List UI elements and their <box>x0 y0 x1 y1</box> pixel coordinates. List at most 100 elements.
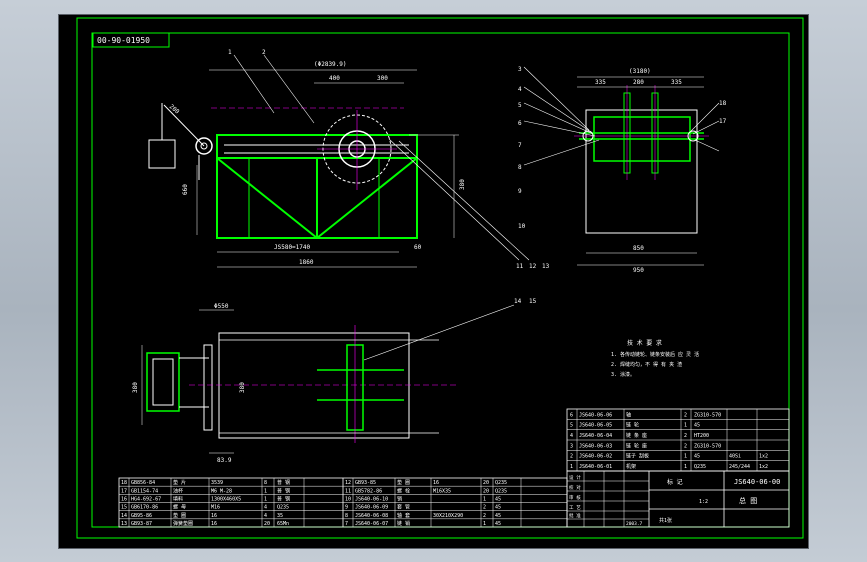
parts-left-mat: 普 钢 <box>277 487 290 494</box>
parts-right-name: 链 轮 <box>626 422 639 429</box>
parts-left-name: 垫 片 <box>173 479 186 486</box>
title-label-3: 工 艺 <box>569 505 581 511</box>
parts-right-name: 链 条 座 <box>626 432 647 439</box>
parts-left-code: GB6170-86 <box>131 505 158 511</box>
parts-left-no: 18 <box>121 480 127 486</box>
title-label-0: 设 计 <box>569 474 581 481</box>
dim-plan-bottom: 83.9 <box>217 457 232 464</box>
callout-15: 15 <box>529 298 537 305</box>
drawing-stamp: 00-90-01950 <box>92 32 170 48</box>
parts-mid-mat: 45 <box>495 505 501 511</box>
dim-side-top: (3180) <box>629 68 651 75</box>
parts-mid-code: JS640-06-10 <box>355 497 388 503</box>
parts-right-extra2: 1x2 <box>759 454 768 460</box>
parts-mid-no: 8 <box>345 513 348 519</box>
callout-8: 8 <box>518 164 522 171</box>
title-heading: 标 记 <box>667 478 683 486</box>
parts-mid-mat: Q235 <box>495 488 507 494</box>
title-label-2: 审 核 <box>569 494 581 501</box>
dim-400: 400 <box>329 75 340 82</box>
parts-right-no: 1 <box>570 464 573 470</box>
parts-right-mat: HT200 <box>694 433 709 439</box>
dim-side-b: 280 <box>633 79 644 86</box>
parts-mid-no: 9 <box>345 505 348 511</box>
parts-left-mat: 普 钢 <box>277 479 290 486</box>
title-scale: 1:2 <box>699 499 708 505</box>
parts-right-code: JS640-06-06 <box>579 412 612 418</box>
callout-13: 13 <box>542 263 550 270</box>
parts-mid-mat: 45 <box>495 497 501 503</box>
title-label-4: 批 准 <box>569 512 581 519</box>
idler-wheel <box>195 137 213 155</box>
title-part-name: 总 图 <box>739 496 757 505</box>
parts-mid-no: 7 <box>345 521 348 527</box>
dim-height: 660 <box>182 184 189 195</box>
parts-mid-qty: 1 <box>483 521 486 527</box>
parts-left-no: 15 <box>121 505 127 511</box>
cad-viewport[interactable]: 00-90-01950 (Φ28 <box>58 14 809 549</box>
parts-left-code: GB93-87 <box>131 521 152 527</box>
parts-left-qty: 1 <box>264 488 267 494</box>
parts-left-mat: Q235 <box>277 505 289 511</box>
callout-17: 17 <box>719 118 727 125</box>
parts-mid-qty: 2 <box>483 505 486 511</box>
parts-left-mat: 普 钢 <box>277 496 290 503</box>
parts-right-mat: 45 <box>694 454 700 460</box>
parts-mid-qty: 20 <box>483 480 489 486</box>
title-block: 标 记 JS640-06-00 总 图 1:2 共1张 设 计 校 对 审 核 … <box>566 470 790 528</box>
parts-mid-mat: Q235 <box>495 480 507 486</box>
parts-left-qty: 4 <box>264 505 267 511</box>
title-label-1: 校 对 <box>569 484 581 491</box>
parts-left-code: GB856-84 <box>131 480 155 486</box>
parts-right-extra: 40Si <box>729 454 741 460</box>
front-view: (Φ2839.9) 400 300 JS580=1740 60 1860 660… <box>148 49 550 270</box>
notes-line-1: 1. 各传动链轮、链条安装后 应 灵 活 <box>611 351 699 358</box>
truss-right <box>316 157 418 239</box>
parts-left-spec: 16 <box>211 521 217 527</box>
callout-11: 11 <box>516 263 524 270</box>
callout-10: 10 <box>518 223 526 230</box>
parts-mid-name: 链 销 <box>397 520 410 527</box>
parts-left-spec: M16 <box>211 505 220 511</box>
parts-right-no: 4 <box>570 433 573 439</box>
callout-18: 18 <box>719 100 727 107</box>
parts-left-name: 弹簧垫圈 <box>173 520 193 527</box>
parts-right-qty: 1 <box>684 423 687 429</box>
parts-left-name: 螺 母 <box>173 504 186 511</box>
parts-right-mat: 45 <box>694 423 700 429</box>
parts-mid-no: 12 <box>345 480 351 486</box>
parts-left-no: 17 <box>121 488 127 494</box>
parts-right-extra: 245/244 <box>729 464 750 470</box>
title-drawing-no: JS640-06-00 <box>734 478 780 486</box>
parts-mid-qty: 20 <box>483 488 489 494</box>
title-sheet: 共1张 <box>659 517 672 524</box>
side-view: (3180) 335 280 335 850 950 3 4 5 6 7 8 9… <box>518 66 727 274</box>
parts-right-qty: 1 <box>684 454 687 460</box>
dim-side-total: 950 <box>633 267 644 274</box>
parts-mid-spec: 30X210X290 <box>433 513 463 519</box>
dim-side-width: 850 <box>633 245 644 252</box>
callout-3: 3 <box>518 66 522 73</box>
parts-left-spec: 16 <box>211 513 217 519</box>
truss-left <box>216 157 318 239</box>
technical-notes: 技 术 要 求 1. 各传动链轮、链条安装后 应 灵 活 2. 焊缝均匀，不 得… <box>611 339 699 378</box>
dim-plan-left: 380 <box>132 382 139 393</box>
dim-overall: (Φ2839.9) <box>314 61 347 68</box>
parts-right-code: JS640-06-02 <box>579 454 612 460</box>
parts-right-extra2: 1x2 <box>759 464 768 470</box>
parts-right-code: JS640-06-01 <box>579 464 612 470</box>
parts-mid-code: GB93-85 <box>355 480 376 486</box>
parts-mid-qty: 1 <box>483 497 486 503</box>
counterweight-arm <box>163 104 205 147</box>
parts-left-no: 14 <box>121 513 127 519</box>
parts-right-no: 6 <box>570 412 573 418</box>
parts-right-qty: 2 <box>684 433 687 439</box>
parts-right-mat: Q235 <box>694 464 706 470</box>
callout-7: 7 <box>518 142 522 149</box>
parts-left-spec: 3539 <box>211 480 223 486</box>
parts-left-no: 13 <box>121 521 127 527</box>
drawing-canvas[interactable]: 00-90-01950 (Φ28 <box>59 15 808 548</box>
callout-2: 2 <box>262 49 266 56</box>
parts-right-no: 5 <box>570 423 573 429</box>
